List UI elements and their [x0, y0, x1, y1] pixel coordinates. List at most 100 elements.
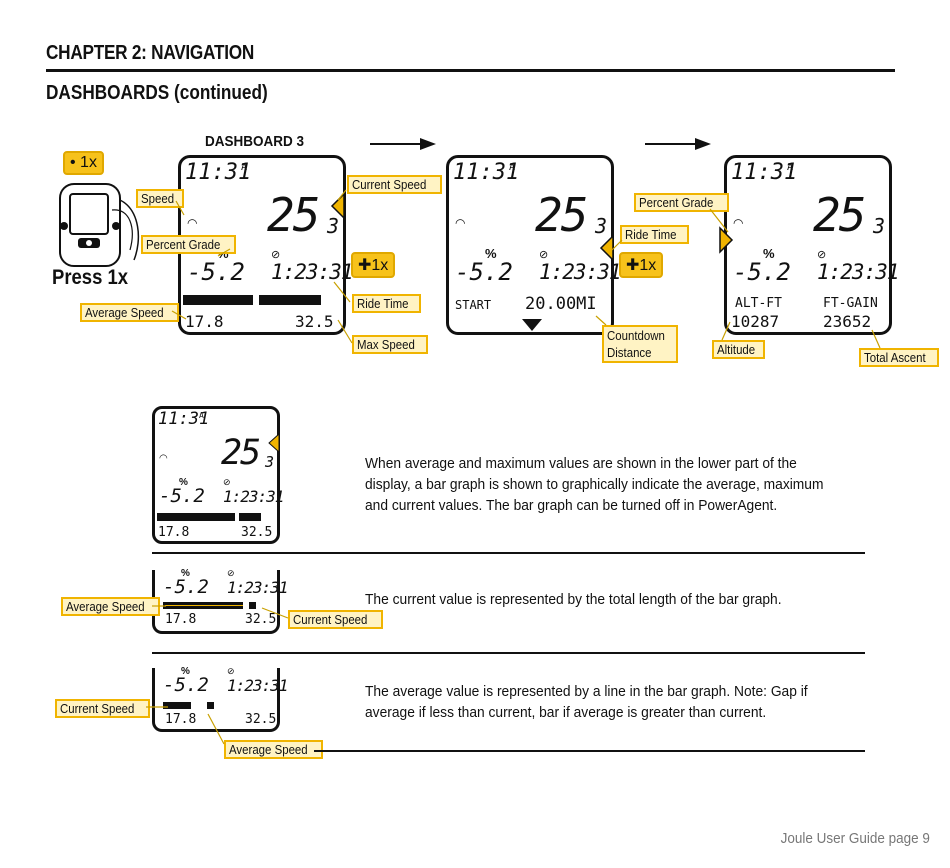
chapter-heading: CHAPTER 2: NAVIGATION: [46, 42, 254, 64]
max-speed-value: 32.5: [241, 525, 273, 540]
current-speed: 25: [267, 188, 320, 242]
bar-graph-right: [259, 295, 321, 305]
callout-current-speed: Current Speed: [55, 699, 150, 718]
heading-rule: [46, 69, 895, 72]
current-speed: 25: [221, 433, 261, 473]
ride-time-value: 1:23:31: [817, 260, 900, 284]
lcd-screen-small: 11:31 A ◠ 25 3 % ⊘ -5.2 1:23:31 17.8 32.…: [152, 406, 284, 544]
gain-label: FT-GAIN: [823, 296, 878, 311]
grade-value: -5.2: [733, 258, 791, 286]
section-heading: DASHBOARDS (continued): [46, 82, 268, 104]
lcd-screen-crop: % ⊘ -5.2 1:23:31 17.8 32.5: [152, 568, 288, 634]
percent-sign: %: [181, 568, 190, 579]
start-label: START: [455, 298, 492, 312]
average-marker: [207, 702, 214, 709]
speed-decimal: 3: [265, 453, 275, 471]
avg-speed-value: 17.8: [165, 712, 197, 727]
max-speed-value: 32.5: [295, 312, 334, 331]
callout-current-speed: Current Speed: [288, 610, 383, 629]
grade-value: -5.2: [159, 485, 205, 507]
ride-time-value: 1:23:31: [271, 260, 354, 284]
callout-average-speed: Average Speed: [61, 597, 161, 616]
percent-sign: %: [179, 477, 188, 488]
ride-time-value: 1:23:31: [227, 676, 288, 695]
callout-average-speed: Average Speed: [224, 740, 324, 759]
bar-graph-left: [157, 513, 235, 521]
max-speed-value: 32.5: [245, 712, 277, 727]
arrow-right-icon: [645, 138, 711, 150]
countdown-value: 20.00MI: [525, 294, 597, 314]
speed-gauge-icon: ◠: [159, 453, 168, 464]
explanation-current: The current value is represented by the …: [365, 591, 782, 608]
bar-graph-right: [239, 513, 261, 521]
stopwatch-icon: ⊘: [817, 249, 827, 261]
stopwatch-icon: ⊘: [223, 477, 231, 487]
explanation-bar-graph: When average and maximum values are show…: [365, 455, 824, 514]
callout-max-speed: Max Speed: [352, 335, 428, 354]
speed-gauge-icon: ◠: [733, 216, 744, 230]
triangle-down-icon: [522, 319, 542, 331]
avg-speed-value: 17.8: [158, 525, 190, 540]
clock-suffix: A: [787, 162, 794, 173]
page-footer: Joule User Guide page 9: [780, 830, 930, 847]
speed-gauge-icon: ◠: [455, 216, 466, 230]
clock-suffix: A: [241, 162, 248, 173]
percent-sign: %: [485, 246, 497, 261]
callout-ride-time: Ride Time: [620, 225, 689, 244]
percent-sign: %: [763, 246, 775, 261]
bar-graph-highlight: [165, 605, 243, 606]
stopwatch-icon: ⊘: [227, 568, 235, 578]
pointer-marker-icon: [719, 226, 734, 254]
altitude-value: 10287: [731, 312, 780, 331]
stopwatch-icon: ⊘: [227, 666, 235, 676]
ascent-value: 23652: [823, 312, 872, 331]
clock-suffix: A: [199, 411, 204, 420]
clock: 11:31: [185, 160, 252, 185]
lcd-screen-3: 11:31 A ◠ 25 3 % ⊘ -5.2 1:23:31 ALT-FT F…: [724, 155, 900, 335]
avg-speed-value: 17.8: [185, 312, 224, 331]
bar-graph-current: [163, 702, 191, 709]
callout-average-speed: Average Speed: [80, 303, 180, 322]
speed-decimal: 3: [595, 214, 608, 238]
current-marker: [249, 602, 256, 609]
clock-suffix: A: [509, 162, 516, 173]
stopwatch-icon: ⊘: [271, 249, 281, 261]
callout-total-ascent: Total Ascent: [859, 348, 940, 367]
callout-current-speed: Current Speed: [347, 175, 442, 194]
max-speed-value: 32.5: [245, 612, 277, 627]
ride-time-value: 1:23:31: [227, 578, 288, 597]
divider: [152, 652, 865, 654]
divider: [152, 552, 865, 554]
dashboard-title: DASHBOARD 3: [205, 133, 305, 150]
stopwatch-icon: ⊘: [539, 249, 549, 261]
clock: 11:31: [731, 160, 798, 185]
ride-time-value: 1:23:31: [539, 260, 622, 284]
grade-value: -5.2: [163, 576, 209, 598]
callout-percent-grade: Percent Grade: [634, 193, 729, 212]
explanation-average: The average value is represented by a li…: [365, 683, 808, 721]
press-label: Press 1x: [52, 266, 129, 289]
grade-value: -5.2: [187, 258, 245, 286]
plus-button-badge: ✚1x: [351, 252, 396, 278]
speed-gauge-icon: ◠: [187, 216, 198, 230]
current-speed: 25: [813, 188, 866, 242]
press-badge: • 1x: [63, 151, 104, 175]
divider: [314, 750, 865, 752]
callout-speed: Speed: [136, 189, 184, 208]
percent-sign: %: [181, 666, 190, 677]
joule-device-icon: [59, 183, 140, 267]
clock: 11:31: [158, 409, 210, 429]
plus-button-badge: ✚1x: [619, 252, 664, 278]
pointer-marker-icon: [268, 432, 280, 454]
arrow-right-icon: [370, 138, 436, 150]
alt-label: ALT-FT: [735, 296, 782, 311]
pointer-marker-icon: [599, 234, 614, 262]
avg-speed-value: 17.8: [165, 612, 197, 627]
speed-decimal: 3: [873, 214, 886, 238]
callout-altitude: Altitude: [712, 340, 766, 359]
bar-graph-left: [183, 295, 253, 305]
